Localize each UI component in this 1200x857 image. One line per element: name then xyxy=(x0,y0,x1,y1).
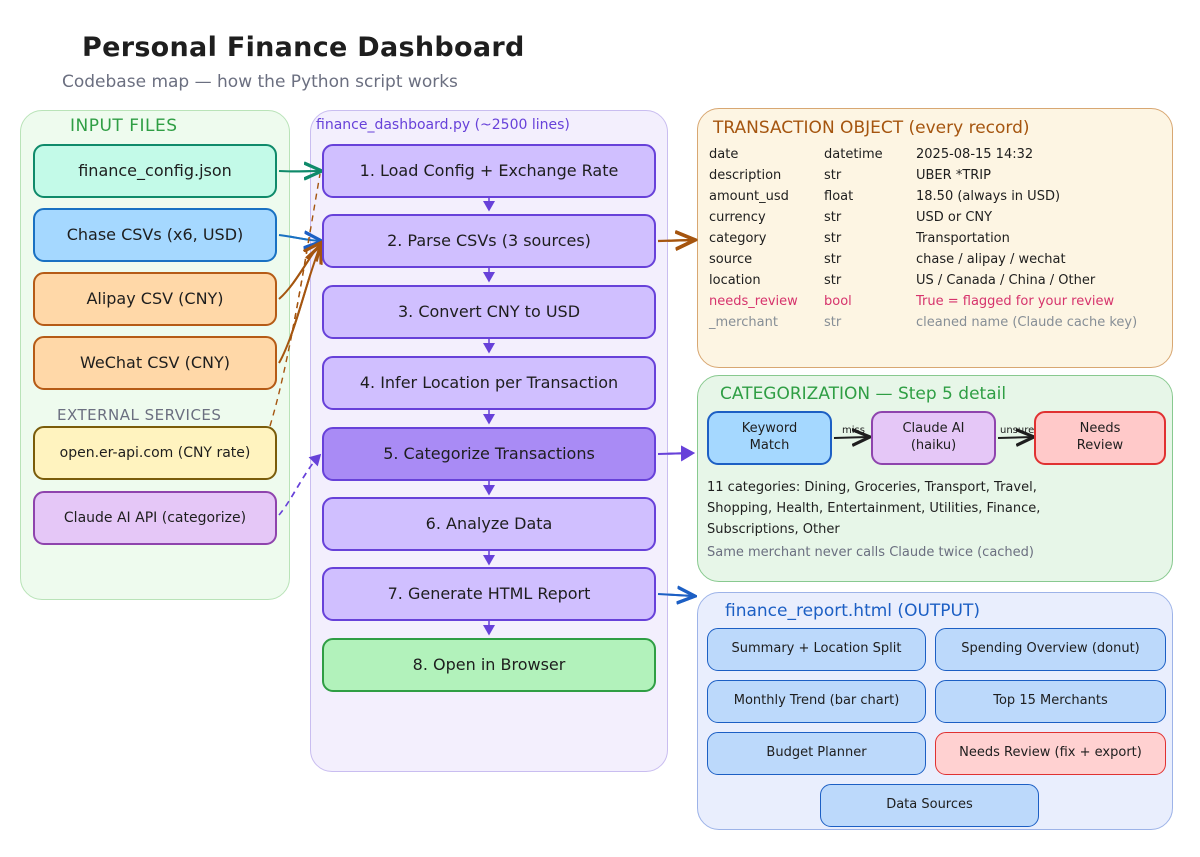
step-1-load-config[interactable]: 1. Load Config + Exchange Rate xyxy=(322,144,656,198)
field-row-location: location str US / Canada / China / Other xyxy=(709,273,1095,293)
field-type: str xyxy=(824,210,842,225)
page-title: Personal Finance Dashboard xyxy=(82,32,525,63)
field-type: float xyxy=(824,189,854,204)
field-row-source: source str chase / alipay / wechat xyxy=(709,252,1066,272)
field-value: US / Canada / China / Other xyxy=(916,273,1096,288)
categories-list-line-3: Subscriptions, Other xyxy=(707,522,840,537)
field-name: category xyxy=(709,231,767,246)
field-name: needs_review xyxy=(709,294,798,309)
step-7-generate-report[interactable]: 7. Generate HTML Report xyxy=(322,567,656,621)
keyword-line-2: Match xyxy=(749,438,790,453)
claude-ai-node[interactable]: Claude AI(haiku) xyxy=(871,411,996,465)
categorization-label: CATEGORIZATION — Step 5 detail xyxy=(720,384,1007,404)
field-type: datetime xyxy=(824,147,883,162)
field-row-amount-usd: amount_usd float 18.50 (always in USD) xyxy=(709,189,1060,209)
field-row-description: description str UBER *TRIP xyxy=(709,168,991,188)
field-type: str xyxy=(824,168,842,183)
review-line-2: Review xyxy=(1076,438,1124,453)
categories-list-line-2: Shopping, Health, Entertainment, Utiliti… xyxy=(707,501,1041,516)
field-value: cleaned name (Claude cache key) xyxy=(916,315,1138,330)
field-type: bool xyxy=(824,294,852,309)
input-chase-csvs[interactable]: Chase CSVs (x6, USD) xyxy=(33,208,277,262)
categorization-panel xyxy=(697,375,1173,582)
field-type: str xyxy=(824,252,842,267)
transaction-object-label: TRANSACTION OBJECT (every record) xyxy=(713,118,1030,138)
output-needs-review-section[interactable]: Needs Review (fix + export) xyxy=(935,732,1166,775)
field-row-currency: currency str USD or CNY xyxy=(709,210,992,230)
field-name: source xyxy=(709,252,753,267)
edge-label-unsure: unsure xyxy=(1000,425,1035,436)
field-value: chase / alipay / wechat xyxy=(916,252,1066,267)
review-line-1: Needs xyxy=(1079,421,1121,437)
claude-line-2: (haiku) xyxy=(910,438,957,453)
field-name: date xyxy=(709,147,739,162)
output-label: finance_report.html (OUTPUT) xyxy=(725,601,980,621)
output-summary-section[interactable]: Summary + Location Split xyxy=(707,628,926,671)
transaction-object-panel xyxy=(697,108,1173,368)
field-value: Transportation xyxy=(916,231,1010,246)
field-type: str xyxy=(824,231,842,246)
service-claude-ai-api[interactable]: Claude AI API (categorize) xyxy=(33,491,277,545)
input-alipay-csv[interactable]: Alipay CSV (CNY) xyxy=(33,272,277,326)
keyword-line-1: Keyword xyxy=(741,421,798,437)
field-value: USD or CNY xyxy=(916,210,993,225)
step-5-categorize[interactable]: 5. Categorize Transactions xyxy=(322,427,656,481)
input-config-json[interactable]: finance_config.json xyxy=(33,144,277,198)
field-row-merchant: _merchant str cleaned name (Claude cache k… xyxy=(709,315,1137,335)
field-row-date: date datetime 2025-08-15 14:32 xyxy=(709,147,1033,167)
field-row-needs-review: needs_review bool True = flagged for your … xyxy=(709,294,1114,314)
field-value: 2025-08-15 14:32 xyxy=(916,147,1034,162)
input-wechat-csv[interactable]: WeChat CSV (CNY) xyxy=(33,336,277,390)
field-type: str xyxy=(824,315,842,330)
script-label: finance_dashboard.py (~2500 lines) xyxy=(316,117,570,133)
field-name: description xyxy=(709,168,782,183)
field-row-category: category str Transportation xyxy=(709,231,1010,251)
step-3-convert-currency[interactable]: 3. Convert CNY to USD xyxy=(322,285,656,339)
output-top-merchants-section[interactable]: Top 15 Merchants xyxy=(935,680,1166,723)
field-name: amount_usd xyxy=(709,189,789,204)
input-files-label: INPUT FILES xyxy=(70,116,178,136)
output-budget-planner-section[interactable]: Budget Planner xyxy=(707,732,926,775)
step-6-analyze[interactable]: 6. Analyze Data xyxy=(322,497,656,551)
step-4-infer-location[interactable]: 4. Infer Location per Transaction xyxy=(322,356,656,410)
step-2-parse-csvs[interactable]: 2. Parse CSVs (3 sources) xyxy=(322,214,656,268)
field-value: 18.50 (always in USD) xyxy=(916,189,1061,204)
field-name: _merchant xyxy=(709,315,778,330)
categories-list-line-1: 11 categories: Dining, Groceries, Transp… xyxy=(707,480,1037,495)
page-subtitle: Codebase map — how the Python script wor… xyxy=(62,72,458,92)
output-data-sources-section[interactable]: Data Sources xyxy=(820,784,1039,827)
service-exchange-rate-api[interactable]: open.er-api.com (CNY rate) xyxy=(33,426,277,480)
field-name: location xyxy=(709,273,761,288)
field-name: currency xyxy=(709,210,766,225)
cache-note: Same merchant never calls Claude twice (… xyxy=(707,545,1034,560)
output-monthly-trend-section[interactable]: Monthly Trend (bar chart) xyxy=(707,680,926,723)
field-value: True = flagged for your review xyxy=(916,294,1115,309)
output-spending-overview-section[interactable]: Spending Overview (donut) xyxy=(935,628,1166,671)
external-services-label: EXTERNAL SERVICES xyxy=(57,406,222,424)
edge-label-miss: miss xyxy=(842,425,865,436)
field-type: str xyxy=(824,273,842,288)
field-value: UBER *TRIP xyxy=(916,168,991,183)
step-8-open-browser[interactable]: 8. Open in Browser xyxy=(322,638,656,692)
claude-line-1: Claude AI xyxy=(902,421,965,437)
